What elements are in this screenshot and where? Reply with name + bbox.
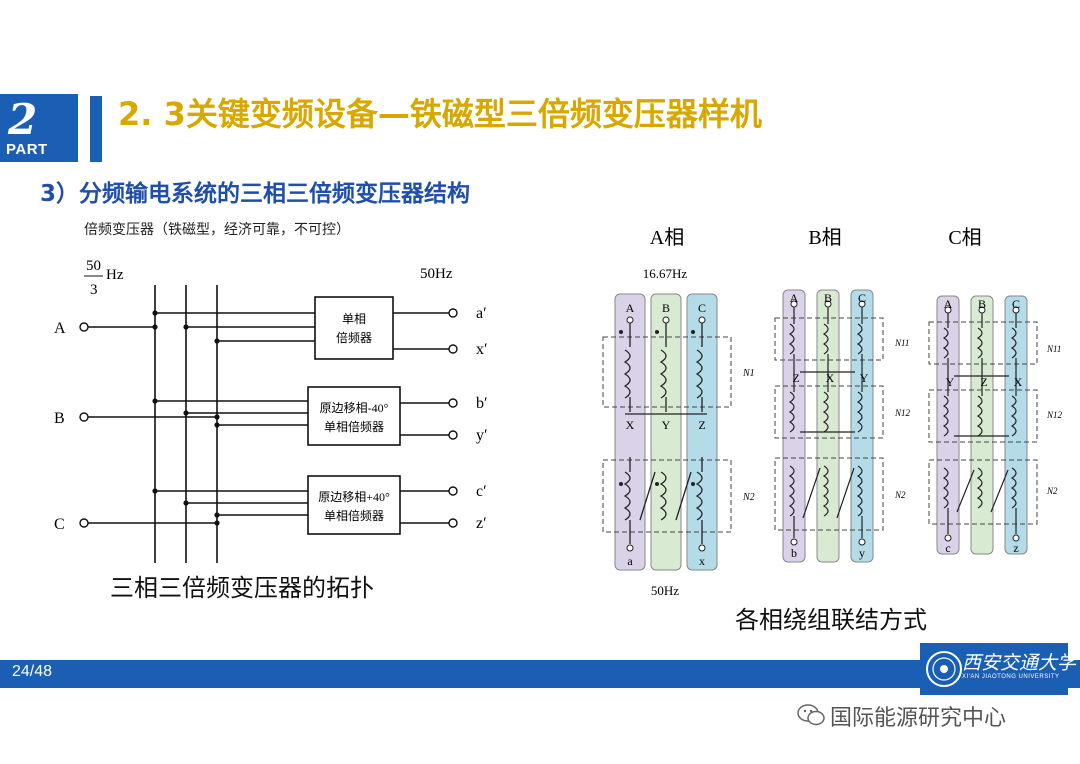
svg-text:N1: N1	[742, 368, 755, 379]
winding-caption: 各相绕组联结方式	[735, 606, 927, 634]
part-label: PART	[6, 141, 48, 158]
block3-line2: 单相倍频器	[324, 508, 384, 523]
svg-text:B: B	[824, 291, 832, 305]
svg-text:A: A	[944, 297, 953, 311]
input-A: A	[54, 320, 66, 337]
block-phase-shift-minus40	[307, 386, 401, 446]
svg-text:X: X	[826, 371, 835, 385]
svg-text:C: C	[1012, 297, 1020, 311]
topology-diagram: 50 3 Hz 50Hz A B C a′ x′ b′ y′ c′ z′ 单相 …	[54, 258, 488, 563]
block1-line1: 单相	[342, 312, 366, 326]
part-badge	[0, 94, 78, 162]
svg-text:N2: N2	[1046, 486, 1058, 496]
svg-text:C: C	[698, 301, 706, 315]
phase-title-B: B相	[808, 226, 841, 249]
svg-text:B: B	[978, 297, 986, 311]
output-z: z′	[476, 515, 487, 532]
svg-text:x: x	[699, 554, 705, 568]
svg-text:c: c	[945, 541, 950, 555]
input-freq-denominator: 3	[90, 282, 98, 298]
block1-line2: 倍频器	[336, 330, 372, 345]
topology-caption: 三相三倍频变压器的拓扑	[110, 574, 374, 602]
svg-text:a: a	[627, 554, 633, 568]
title-accent-bar	[90, 96, 102, 162]
input-B: B	[54, 410, 65, 427]
block-single-phase-multiplier	[314, 296, 394, 360]
university-seal-icon	[926, 651, 962, 687]
output-b: b′	[476, 395, 488, 412]
phase-title-C: C相	[948, 226, 981, 249]
input-C: C	[54, 516, 65, 533]
svg-text:N2: N2	[894, 490, 906, 500]
page-number: 24/48	[12, 663, 53, 680]
block2-line1: 原边移相-40°	[320, 401, 389, 415]
phase-title-A: A相	[650, 226, 684, 249]
svg-text:Z: Z	[980, 375, 987, 389]
university-name: 西安交通大学	[962, 652, 1077, 674]
svg-text:y: y	[859, 546, 865, 560]
wechat-icon	[797, 704, 825, 726]
block-phase-shift-plus40	[307, 475, 401, 535]
svg-text:Z: Z	[698, 418, 705, 432]
phase-B-diagram: A B C Z X Y b y N11 N12 N2	[774, 289, 911, 563]
slide-subtitle: 3）分频输电系统的三相三倍频变压器结构	[40, 181, 471, 207]
top-freq: 16.67Hz	[643, 266, 688, 281]
svg-text:Y: Y	[860, 371, 869, 385]
output-a: a′	[476, 305, 487, 322]
svg-text:A: A	[626, 301, 635, 315]
block3-line1: 原边移相+40°	[318, 490, 390, 504]
phase-C-diagram: A B C Y Z X c z N11 N12 N2	[928, 295, 1063, 555]
svg-text:B: B	[662, 301, 670, 315]
topology-note: 倍频变压器（铁磁型，经济可靠，不可控）	[84, 222, 350, 238]
phase-A-diagram: A B C X Y Z a x N1 N2	[602, 293, 755, 571]
footer-bar	[0, 660, 1080, 688]
svg-text:Z: Z	[792, 371, 799, 385]
university-name-en: XI'AN JIAOTONG UNIVERSITY	[962, 674, 1060, 680]
slide-title: 2. 3关键变频设备—铁磁型三倍频变压器样机	[118, 95, 762, 133]
output-c: c′	[476, 483, 487, 500]
output-freq: 50Hz	[420, 266, 453, 282]
svg-text:N11: N11	[894, 338, 909, 348]
svg-text:N2: N2	[742, 492, 755, 503]
svg-text:C: C	[858, 291, 866, 305]
bottom-freq: 50Hz	[651, 583, 679, 598]
svg-text:X: X	[1014, 375, 1023, 389]
block2-line2: 单相倍频器	[324, 419, 384, 434]
watermark-text: 国际能源研究中心	[830, 706, 1007, 731]
svg-text:Y: Y	[946, 375, 955, 389]
svg-text:Y: Y	[662, 418, 671, 432]
part-number: 2	[8, 95, 38, 144]
input-freq-unit: Hz	[106, 267, 124, 283]
svg-text:N12: N12	[1046, 410, 1063, 420]
svg-text:N12: N12	[894, 408, 911, 418]
svg-text:X: X	[626, 418, 635, 432]
university-logo	[920, 643, 1068, 695]
svg-text:A: A	[790, 291, 799, 305]
svg-text:N11: N11	[1046, 344, 1061, 354]
output-x: x′	[476, 341, 488, 358]
input-freq-numerator: 50	[86, 258, 101, 274]
svg-text:b: b	[791, 546, 797, 560]
svg-text:z: z	[1013, 541, 1018, 555]
output-y: y′	[476, 427, 488, 444]
winding-diagrams: A相 B相 C相 16.67Hz 50Hz A B C X Y Z a	[602, 226, 1063, 598]
